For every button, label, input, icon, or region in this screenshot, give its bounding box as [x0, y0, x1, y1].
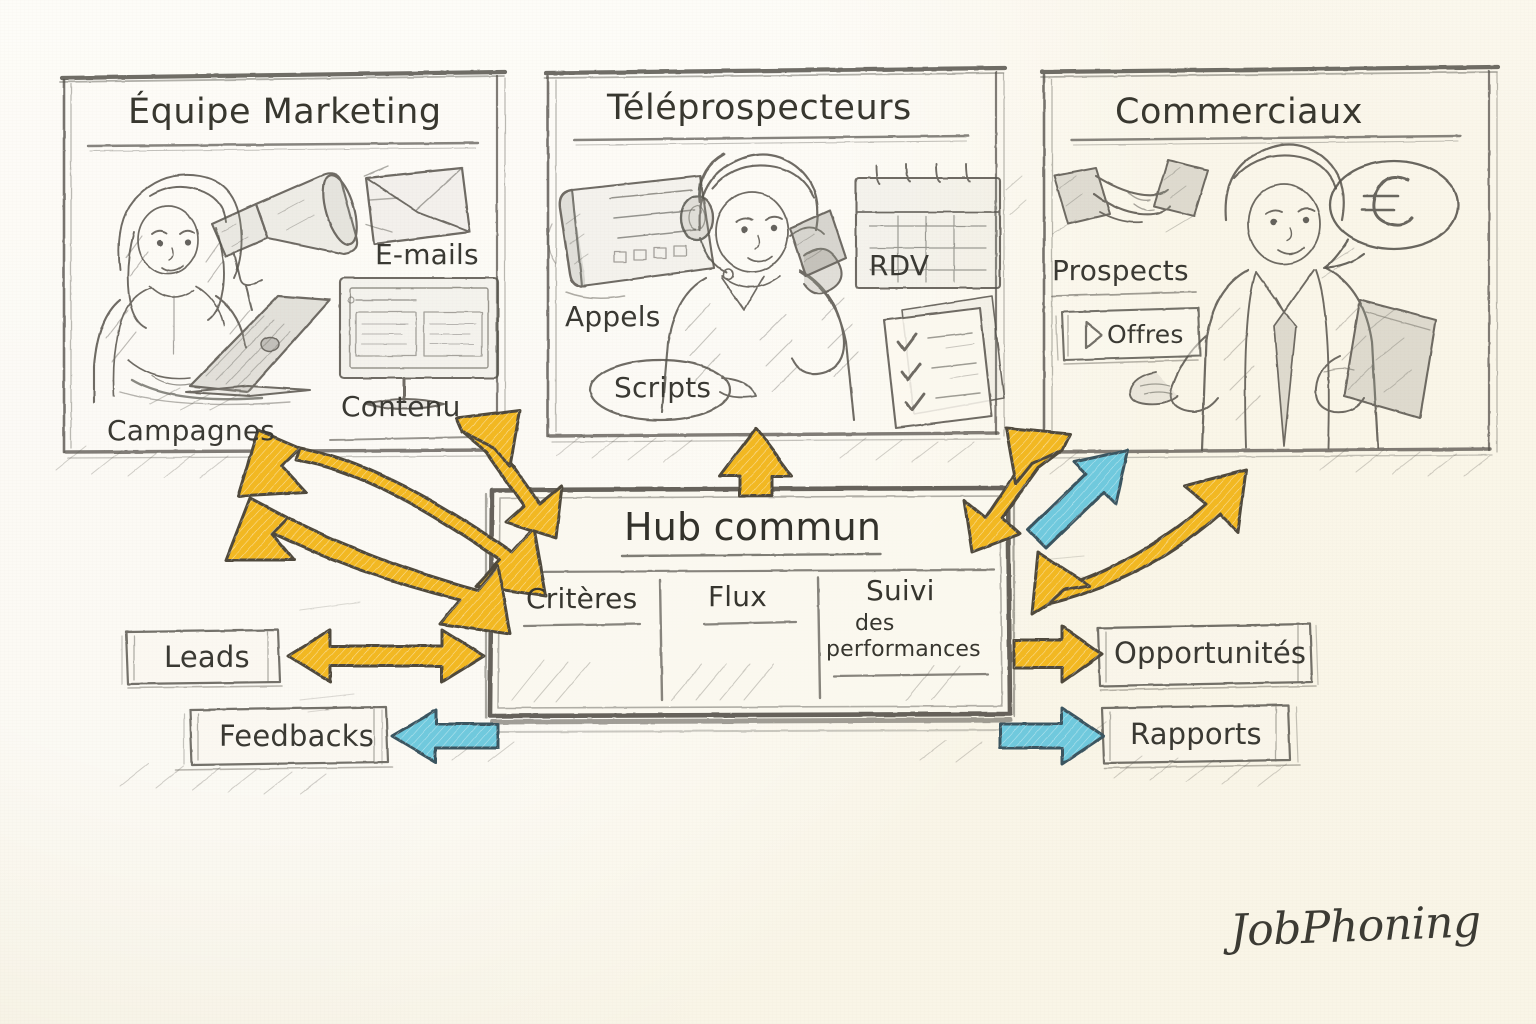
handshake-icon [1051, 159, 1209, 235]
arrow-teleprospecteurs-hub [718, 426, 794, 498]
leads-box [121, 628, 283, 689]
arrow-hub-opportunites [1012, 624, 1104, 684]
calendar-icon [854, 163, 1027, 290]
arrow-marketing-hub-upper [236, 428, 548, 598]
woman-at-laptop-icon [92, 173, 332, 411]
offres-box [1055, 306, 1202, 365]
arrow-hub-feedbacks [390, 708, 500, 764]
rapports-box [1100, 703, 1301, 769]
feedbacks-box [175, 705, 393, 771]
arrow-contenu-hub [454, 408, 564, 540]
panel-marketing-frame [59, 69, 508, 459]
envelope-icon [364, 166, 472, 246]
monitor-icon [338, 276, 500, 410]
opportunites-box [1096, 622, 1319, 691]
arrow-hub-commerciaux-lower [1030, 468, 1248, 616]
panel-commerciaux-frame [1039, 64, 1501, 459]
scripts-bubble-icon [588, 358, 757, 422]
headset-agent-icon [660, 152, 859, 422]
desk-phone-icon [547, 174, 716, 300]
checklist-icon [882, 295, 1005, 430]
arrow-hub-commerciaux-blue [1026, 448, 1130, 550]
euro-speech-bubble-icon [1321, 159, 1460, 279]
hub-box-frame [484, 485, 1016, 733]
arrow-hub-commerciaux-upper [962, 426, 1072, 554]
arrow-hub-rapports [998, 706, 1106, 766]
arrow-marketing-hub-lower [224, 496, 512, 636]
arrow-leads-hub [286, 628, 486, 684]
jobphoning-logo: JobPhoning [1229, 896, 1482, 957]
flow-arrows [224, 408, 1248, 766]
panel-teleprospecteurs-frame [543, 65, 1008, 443]
